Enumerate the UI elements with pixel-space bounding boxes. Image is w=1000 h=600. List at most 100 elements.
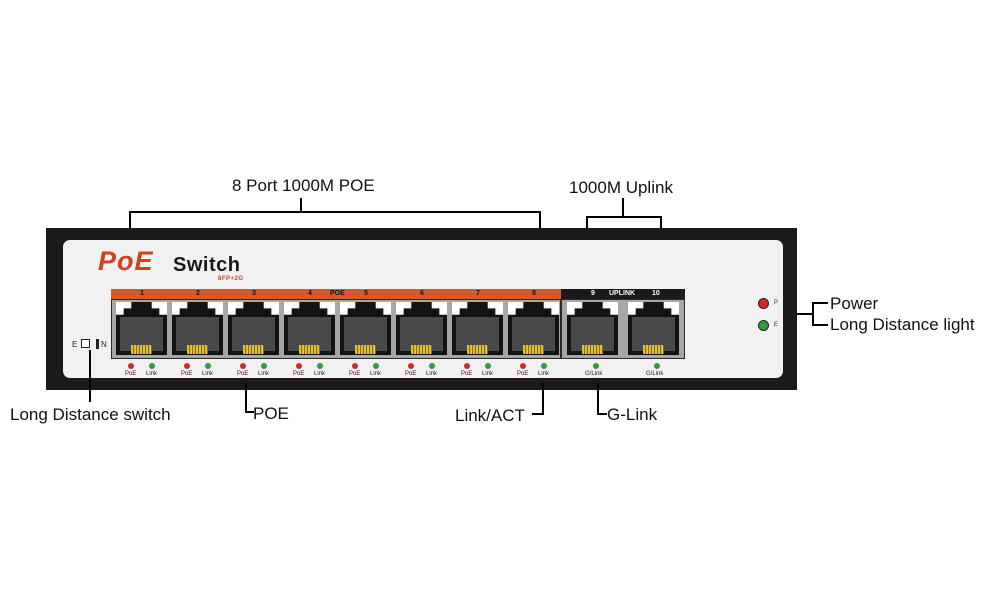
poe-port-2-pins [187,345,208,354]
glink-led-label-10: G/Link [646,371,664,377]
power-led-tag: P [774,300,779,306]
long-distance-switch[interactable] [81,339,90,348]
poe-led-6 [408,363,414,369]
brand-switch-text: Switch [173,254,241,276]
poe-led-label-6: PoE [405,371,417,377]
poe-led-2 [184,363,190,369]
poe-port-6-pins [411,345,432,354]
link-led-1 [149,363,155,369]
poe-port-7-pins [467,345,488,354]
callout-power: Power [830,294,879,313]
link-led-2 [205,363,211,369]
link-led-3 [261,363,267,369]
link-led-4 [317,363,323,369]
bracket-poe-left [129,211,131,228]
poe-led-7 [464,363,470,369]
link-led-label-8: Link [538,371,550,377]
switch-label-n: N [101,340,107,349]
poe-port-8-pins [523,345,544,354]
uplink-port-number-9: 9 [591,290,595,297]
link-led-label-4: Link [314,371,326,377]
link-led-7 [485,363,491,369]
poe-port-4[interactable] [284,302,335,355]
leader-power-v [812,302,814,326]
poe-port-number-5: 5 [364,290,368,297]
leader-poe-h [245,411,254,413]
bracket-poe-stem [300,198,302,212]
leader-glink-h [597,413,607,415]
bracket-uplink-right [660,216,662,228]
link-led-5 [373,363,379,369]
poe-port-3-pins [243,345,264,354]
leader-link-h [532,413,544,415]
bracket-poe-right [539,211,541,228]
poe-port-7[interactable] [452,302,503,355]
poe-port-number-1: 1 [140,290,144,297]
poe-port-number-2: 2 [196,290,200,297]
bracket-uplink-stem [622,198,624,217]
poe-port-bar: POE [111,289,561,299]
brand-model-text: 8FP+2G [218,276,244,282]
poe-port-1[interactable] [116,302,167,355]
glink-led-label-9: G/Link [585,371,603,377]
poe-port-3[interactable] [228,302,279,355]
poe-led-label-4: PoE [293,371,305,377]
poe-port-5[interactable] [340,302,391,355]
bracket-poe-top [129,211,541,213]
power-led [758,298,769,309]
link-led-label-3: Link [258,371,270,377]
link-led-label-7: Link [482,371,494,377]
link-led-8 [541,363,547,369]
poe-port-number-8: 8 [532,290,536,297]
poe-port-1-pins [131,345,152,354]
uplink-port-10[interactable] [628,302,679,355]
poe-led-label-5: PoE [349,371,361,377]
poe-led-label-8: PoE [517,371,529,377]
glink-led-9 [593,363,599,369]
uplink-port-9-pins [582,345,603,354]
link-led-label-6: Link [426,371,438,377]
poe-port-number-3: 3 [252,290,256,297]
leader-panel-h [797,313,813,315]
poe-led-1 [128,363,134,369]
poe-port-4-pins [299,345,320,354]
leader-glink-v [597,383,599,415]
uplink-bar-label: UPLINK [609,290,636,297]
poe-led-label-2: PoE [181,371,193,377]
uplink-port-10-pins [643,345,664,354]
leader-ld-switch [89,350,91,402]
callout-poe: POE [253,404,289,423]
link-led-label-5: Link [370,371,382,377]
poe-port-2[interactable] [172,302,223,355]
switch-label-e: E [72,340,78,349]
uplink-port-9[interactable] [567,302,618,355]
brand-poe-logo: PoE [98,246,154,276]
poe-led-5 [352,363,358,369]
poe-led-label-1: PoE [125,371,137,377]
long-distance-led-tag: E [774,322,779,328]
bracket-uplink-top [586,216,662,218]
link-led-label-2: Link [202,371,214,377]
poe-led-label-3: PoE [237,371,249,377]
glink-led-10 [654,363,660,369]
long-distance-led [758,320,769,331]
poe-led-3 [240,363,246,369]
poe-port-5-pins [355,345,376,354]
uplink-port-bar: UPLINK [561,289,685,299]
poe-port-6[interactable] [396,302,447,355]
callout-g-link: G-Link [607,405,658,424]
callout-long-distance-switch: Long Distance switch [10,405,171,424]
callout-long-distance-light: Long Distance light [830,315,975,334]
poe-port-number-6: 6 [420,290,424,297]
leader-power-h [812,302,828,304]
poe-port-8[interactable] [508,302,559,355]
leader-poe-v [245,383,247,413]
poe-led-4 [296,363,302,369]
callout-uplink: 1000M Uplink [569,178,673,197]
leader-ld-h [812,324,828,326]
leader-link-v [542,383,544,415]
poe-led-label-7: PoE [461,371,473,377]
poe-bar-label: POE [330,290,345,297]
poe-led-8 [520,363,526,369]
callout-poe-ports: 8 Port 1000M POE [232,176,375,195]
